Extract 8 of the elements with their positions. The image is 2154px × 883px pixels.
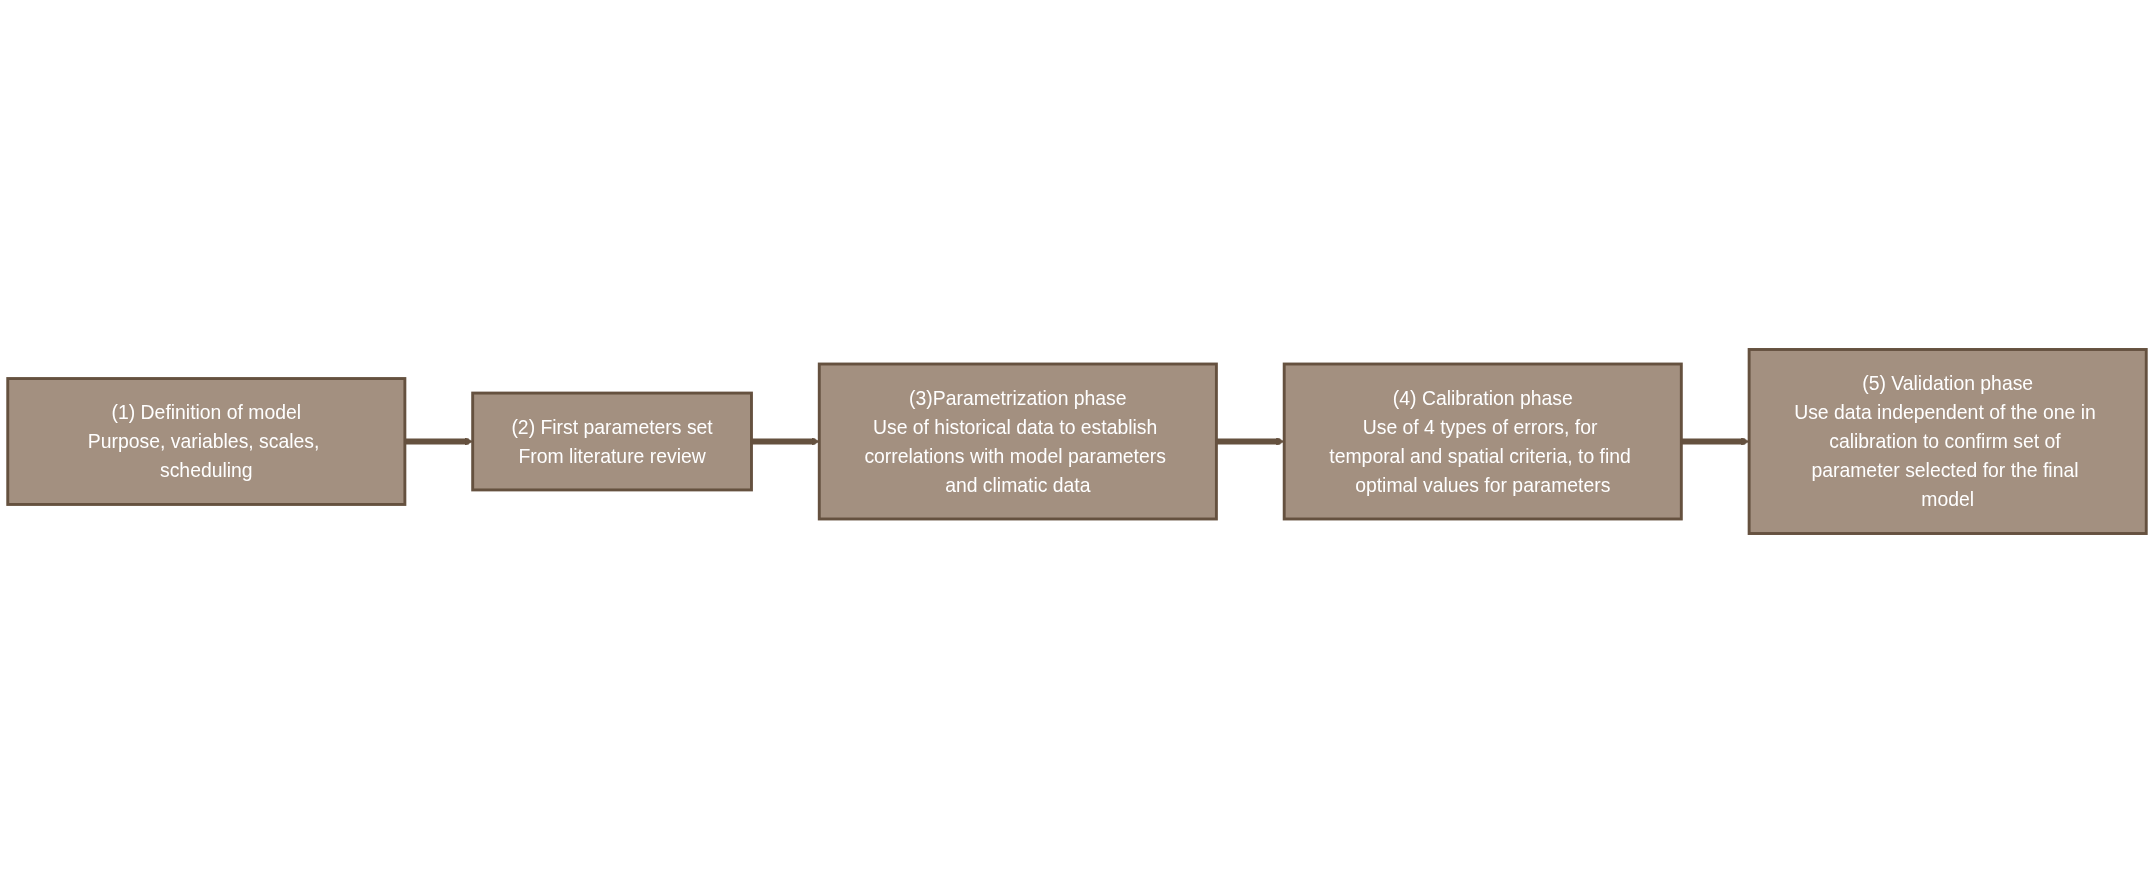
arrow: [1681, 437, 1750, 446]
node-box: (3)Parametrization phase Use of historical data to establish correlations with model parameters and climatic data: [817, 362, 1218, 521]
node-box: (2) First parameters set From literature review: [471, 391, 753, 492]
arrow: [1216, 437, 1285, 446]
node-box: (1) Definition of model Purpose, variables, scales, scheduling: [6, 377, 407, 506]
arrow: [751, 437, 820, 446]
node-box: (5) Validation phase Use data independent of the one in calibration to confirm set of parameter selected for the final model: [1747, 348, 2148, 535]
node-box: (4) Calibration phase Use of 4 types of errors, for temporal and spatial criteria, to find optimal values for parameters: [1282, 362, 1683, 521]
